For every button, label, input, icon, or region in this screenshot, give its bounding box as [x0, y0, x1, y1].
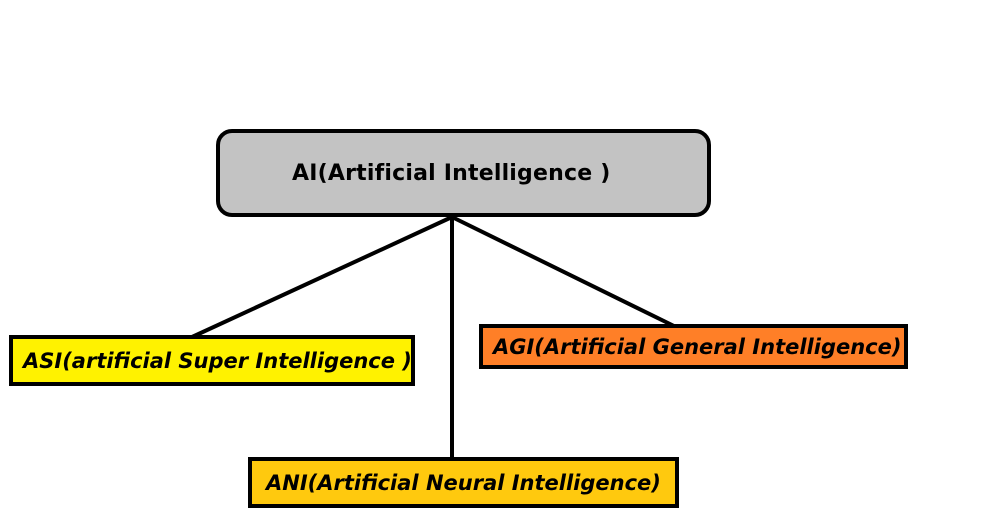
node-agi-label: AGI(Artificial General Intelligence) — [493, 334, 902, 359]
node-agi: AGI(Artificial General Intelligence) — [479, 324, 908, 369]
connector-root-to-asi — [191, 215, 453, 339]
node-ai-label: AI(Artificial Intelligence ) — [292, 160, 611, 186]
connector-root-to-agi — [451, 215, 675, 328]
node-ani-label: ANI(Artificial Neural Intelligence) — [266, 470, 661, 495]
node-asi: ASI(artificial Super Intelligence ) — [9, 335, 415, 386]
node-ai: AI(Artificial Intelligence ) — [216, 129, 711, 217]
node-asi-label: ASI(artificial Super Intelligence ) — [23, 348, 412, 373]
node-ani: ANI(Artificial Neural Intelligence) — [248, 457, 679, 508]
